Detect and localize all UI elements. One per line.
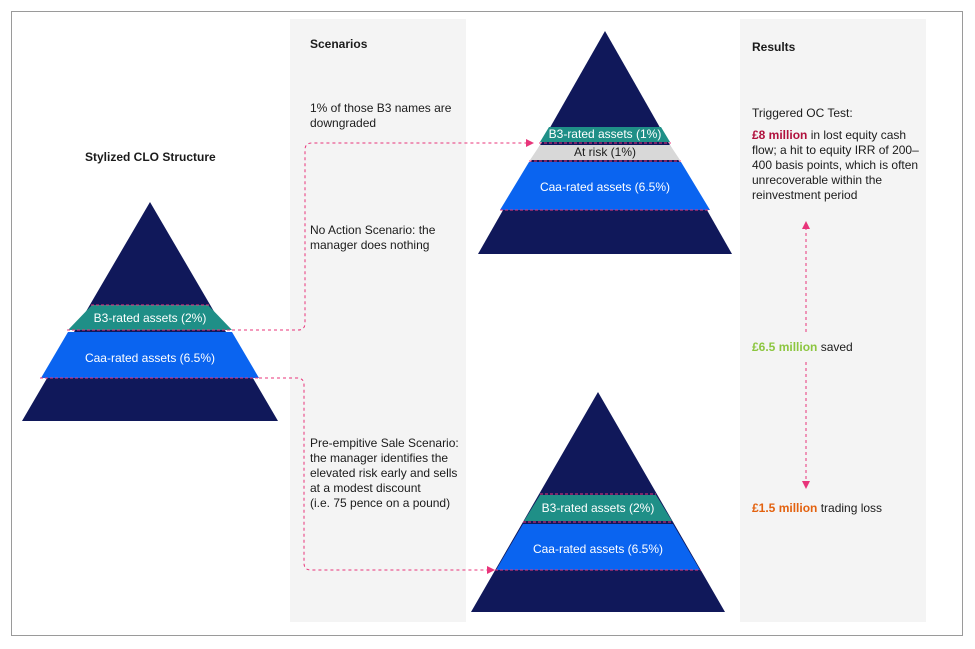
top-risk-label: At risk (1%) — [574, 145, 636, 159]
left-pyramid: B3-rated assets (2%) Caa-rated assets (6… — [22, 202, 278, 421]
top-b3-band — [540, 127, 670, 142]
bottom-b3-band — [524, 495, 672, 521]
top-pyramid: B3-rated assets (1%) At risk (1%) Caa-ra… — [478, 31, 732, 254]
no-action-text: No Action Scenario: the manager does not… — [310, 223, 436, 252]
trading-amount: £1.5 million — [752, 501, 818, 515]
arrow-to-preemptive — [259, 377, 495, 574]
preemptive-text: Pre-empitive Sale Scenario: the manager … — [310, 436, 462, 511]
loss-amount: £8 million — [752, 128, 808, 142]
loss-text: £8 million in lost equity cash flow; a h… — [752, 128, 924, 203]
preemptive-note: (i.e. 75 pence on a pound) — [310, 496, 451, 510]
downgrade-text: 1% of those B3 names are downgraded — [310, 101, 452, 130]
left-caa-label: Caa-rated assets (6.5%) — [85, 351, 215, 365]
saved-amount: £6.5 million — [752, 340, 818, 354]
bottom-caa-band — [496, 524, 700, 570]
left-b3-band — [68, 305, 232, 330]
saved-description: saved — [817, 340, 853, 354]
scenarios-header: Scenarios — [310, 37, 368, 51]
structure-title: Stylized CLO Structure — [85, 150, 216, 164]
left-caa-band — [41, 332, 259, 378]
preemptive-body: Pre-empitive Sale Scenario: the manager … — [310, 436, 459, 495]
scenarios-panel — [290, 19, 466, 622]
saved-text: £6.5 million saved — [752, 340, 917, 355]
top-b3-label: B3-rated assets (1%) — [549, 127, 662, 141]
bottom-pyramid: B3-rated assets (2%) Caa-rated assets (6… — [471, 392, 725, 612]
trading-description: trading loss — [817, 501, 883, 515]
results-header: Results — [752, 40, 796, 54]
top-caa-band — [500, 162, 710, 210]
top-risk-band — [530, 145, 680, 160]
results-panel — [740, 19, 926, 622]
bottom-caa-label: Caa-rated assets (6.5%) — [533, 542, 663, 556]
left-b3-label: B3-rated assets (2%) — [94, 311, 207, 325]
figure-frame — [11, 11, 963, 636]
trading-loss-text: £1.5 million trading loss — [752, 501, 917, 516]
loss-description: in lost equity cash flow; a hit to equit… — [752, 128, 919, 202]
triggered-oc-text: Triggered OC Test: — [752, 106, 853, 120]
bottom-b3-label: B3-rated assets (2%) — [542, 501, 655, 515]
arrow-to-no-action — [232, 139, 534, 331]
top-caa-label: Caa-rated assets (6.5%) — [540, 180, 670, 194]
